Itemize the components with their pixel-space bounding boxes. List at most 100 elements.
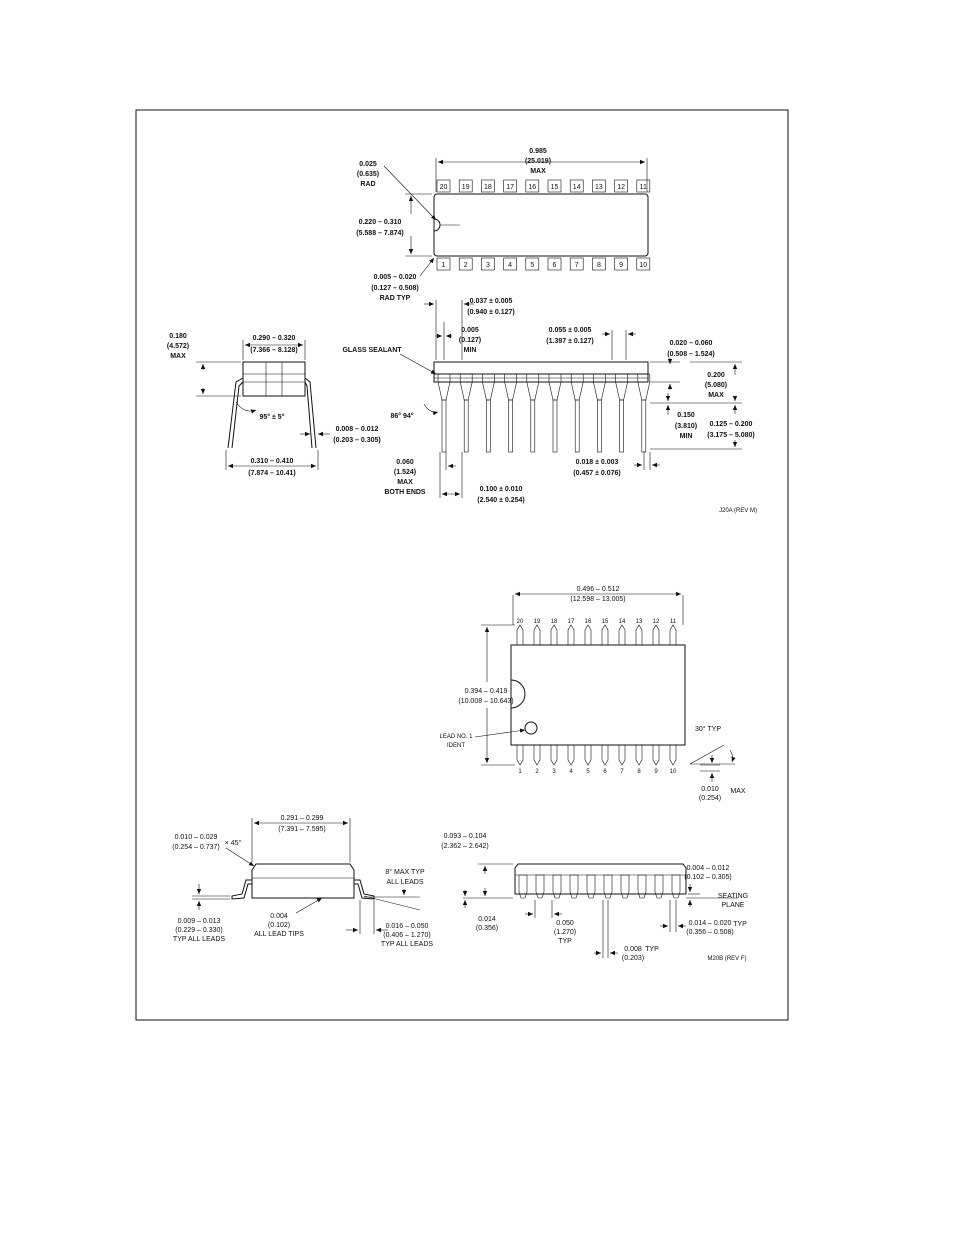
dip-front-view: GLASS SEALANT 0.037 ± 0.005 (0.940 ± 0.1… (342, 298, 754, 504)
leadw-typ: TYP (733, 921, 747, 928)
dip-top-pin-box (614, 179, 628, 193)
soic-top-pin-label: 11 (670, 619, 677, 625)
height-max-mm: (5.080) (705, 382, 727, 389)
corner-rad-typ: RAD TYP (380, 295, 411, 302)
side-angle: 95° ± 5° (259, 413, 284, 421)
soic-top-pin (550, 624, 558, 645)
end-max-in: 0.060 (396, 459, 414, 466)
dip-lead-pin (508, 399, 513, 453)
leadt-mm: (0.229 – 0.330) (175, 927, 222, 934)
dip-top-pin-label: 12 (617, 184, 625, 191)
leadt-in: 0.009 – 0.013 (178, 918, 221, 925)
dip-top-pin-box (592, 179, 606, 193)
dip-top-pin-label: 16 (528, 184, 536, 191)
side-lead-thick-mm: (0.203 – 0.305) (333, 437, 380, 444)
soic-front-lead (518, 874, 528, 899)
soic-top-pin-label: 18 (551, 619, 558, 625)
soic-front-lead-row (518, 874, 681, 899)
soic-bottom-pin (567, 745, 575, 766)
soic-angle: 30° TYP (695, 725, 721, 733)
side-body (242, 361, 306, 397)
soic-front-lead (586, 874, 596, 899)
dip-top-pin-box (436, 179, 451, 193)
dip-bottom-pin-box (547, 257, 562, 271)
dip-length-max: MAX (530, 168, 546, 175)
notch-rad-in: 0.025 (359, 161, 377, 168)
lead-len-mm: (3.175 – 5.080) (707, 432, 754, 439)
soic-length-in: 0.496 – 0.512 (577, 586, 620, 593)
shoulder-width-in: 0.055 ± 0.005 (549, 327, 592, 334)
soic-pitch-mm: (1.270) (554, 929, 576, 936)
dip-top-pin-label: 14 (573, 184, 581, 191)
lead-dia-in: 0.018 ± 0.003 (576, 459, 619, 466)
soic-height-mm: (2.362 – 2.642) (441, 843, 488, 850)
soic-top-pin-label: 17 (568, 619, 575, 625)
soic-bottom-pin-label: 1 (518, 769, 522, 775)
dip-lead-pin (597, 399, 602, 453)
dip-top-pin-box (636, 179, 651, 193)
soic-width-in: 0.394 – 0.419 (465, 688, 508, 695)
dip-top-pin-label: 20 (440, 184, 448, 191)
dip-top-pin-label: 11 (640, 184, 647, 191)
leadw2-in: 0.014 (478, 916, 496, 923)
glass-sealant-label: GLASS SEALANT (342, 347, 402, 354)
seating-plane: PLANE (722, 902, 745, 909)
soic-length-mm: (12.598 – 13.005) (570, 596, 625, 603)
lead-thick-right-mm: (0.508 – 1.524) (667, 351, 714, 358)
dip-bottom-pin-label: 8 (597, 262, 601, 269)
dip-top-pin-label: 18 (484, 184, 492, 191)
soic-top-pin (516, 624, 524, 645)
soic-side-body (251, 863, 355, 899)
soic-bottom-pin-label: 6 (603, 769, 607, 775)
lead-dia-mm: (0.457 ± 0.076) (573, 470, 620, 477)
soic-height-in: 0.093 – 0.104 (444, 833, 487, 840)
soic-side-view: 0.291 – 0.299 (7.391 – 7.595) 0.010 – 0.… (172, 815, 433, 948)
leadt-typ: TYP ALL LEADS (173, 936, 225, 943)
soic-top-pin-label: 14 (619, 619, 626, 625)
dip-bottom-pin-box (458, 257, 473, 271)
soic-bottom-pin-label: 10 (670, 769, 677, 775)
dip-lead-pin (463, 399, 469, 453)
soic-front-lead (603, 874, 613, 899)
dip-top-pin-label: 17 (506, 184, 514, 191)
foot-angle-all: ALL LEADS (386, 879, 423, 886)
shoulder-width-mm: (1.397 ± 0.127) (546, 338, 593, 345)
soic-width-mm: (10.008 – 10.643) (458, 698, 513, 705)
dip-ref-number: J20A (REV M) (719, 508, 757, 514)
seat-min-in: 0.150 (677, 412, 695, 419)
dip-top-pin-box (547, 179, 562, 193)
dip-top-pin-box (503, 179, 517, 193)
dip-lead-pin (641, 399, 647, 453)
soic-front-lead (535, 874, 545, 899)
dip-lead-pin (486, 399, 491, 453)
soic-top-pin-label: 12 (653, 619, 660, 625)
dip-bottom-pin-label: 2 (464, 262, 468, 269)
shoulder-min-in: 0.005 (461, 327, 479, 334)
soic-bottom-pin (618, 745, 626, 766)
tips-in: 0.004 (270, 913, 288, 920)
end-max-both: BOTH ENDS (384, 489, 426, 496)
dip-top-pin-box (525, 179, 540, 193)
soic-top-pin (635, 624, 643, 645)
standoff-mm: (0.102 – 0.305) (684, 874, 731, 881)
lead1-label: LEAD NO. 1 (439, 734, 473, 740)
side-height-max: MAX (170, 353, 186, 360)
dip-bottom-pin-box (525, 257, 540, 271)
foot-angle-label: 8° MAX TYP (385, 868, 425, 876)
soic-top-pin (533, 624, 541, 645)
dip-bottom-pin-label: 10 (639, 262, 647, 269)
dip-lead-pin (441, 399, 447, 453)
soic-bodyw-mm: (7.391 – 7.595) (278, 826, 325, 833)
body-width-in: 0.220 – 0.310 (359, 219, 402, 226)
soic-bodyw-in: 0.291 – 0.299 (281, 815, 324, 822)
soic-bottom-pin-label: 7 (620, 769, 624, 775)
side-span-in: 0.310 – 0.410 (251, 458, 294, 465)
side-left-lead (227, 377, 244, 449)
dip-lid (433, 361, 649, 375)
dip-lead-pin (552, 399, 558, 453)
soic-pitch-typ: TYP (558, 938, 572, 945)
soic-top-pin-label: 20 (517, 619, 524, 625)
